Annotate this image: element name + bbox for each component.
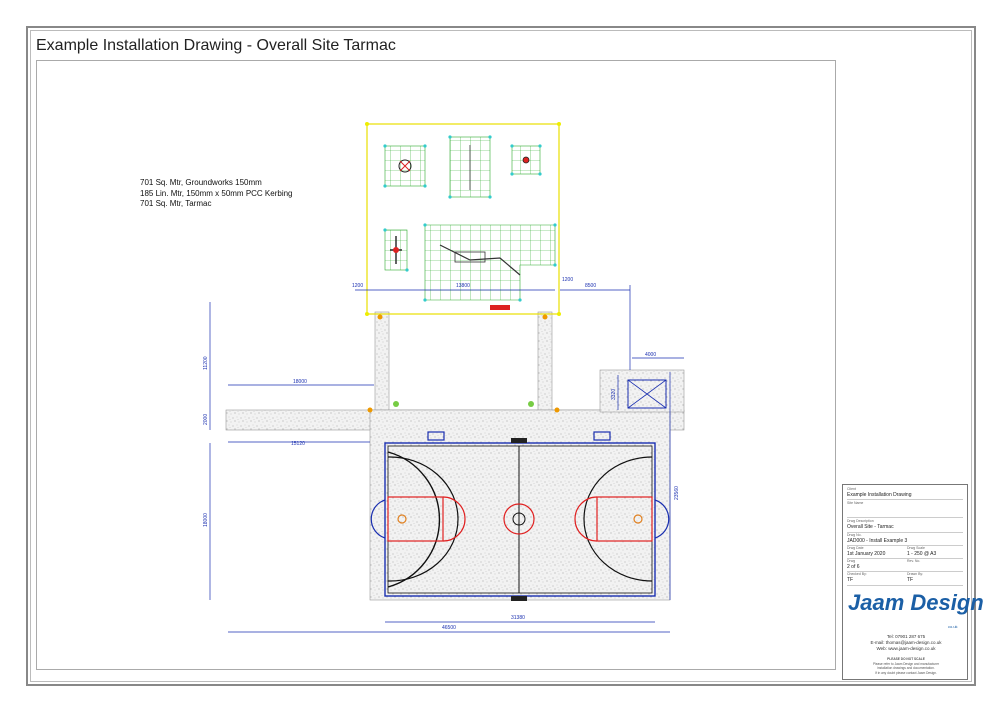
drawing-number-label: Drwg No. (847, 533, 862, 537)
client-label: Client (847, 487, 856, 491)
tarmac-surface (225, 311, 685, 601)
dim-overall-height: 23560 (674, 486, 680, 500)
drawing-area (36, 60, 836, 670)
contact-email: E-mail: thomas@jaam-design.co.uk (870, 640, 942, 645)
title-block: Client Example Installation Drawing Site… (842, 484, 968, 680)
note-tarmac: 701 Sq. Mtr, Tarmac (140, 199, 212, 208)
play-area (365, 122, 561, 316)
sheet-value: 2 of 6 (847, 564, 860, 570)
disclaimer-line: installation drawings and documentation. (877, 666, 935, 670)
contact-tel: Tel: 07901 287 675 (886, 634, 926, 639)
dim-path-width: 2000 (203, 414, 209, 425)
quantity-notes: 701 Sq. Mtr, Groundworks 150mm 185 Lin. … (140, 178, 293, 210)
dim-play-width: 13800 (456, 283, 470, 289)
dimension-lines (209, 285, 684, 633)
drawn-value: TF (907, 577, 914, 583)
sheet-title: Example Installation Drawing - Overall S… (36, 37, 396, 54)
dim-lower-path: 15120 (291, 441, 305, 447)
disclaimer-line: Please refer to Jaam Design and manufact… (872, 661, 940, 666)
company-logo-suffix: co.uk (948, 624, 958, 629)
note-groundworks: 701 Sq. Mtr, Groundworks 150mm (140, 178, 262, 187)
sheet-frame-outer (26, 26, 976, 686)
disclaimer-line: If in any doubt please contact Jaam Desi… (875, 670, 937, 675)
checked-value: TF (847, 577, 854, 583)
dim-court-width: 31380 (511, 615, 525, 621)
basketball-court (367, 314, 670, 601)
dim-goal-depth: 3320 (611, 389, 617, 400)
dim-court-height: 18000 (203, 513, 209, 527)
sheet-label: Drwg (847, 559, 856, 563)
date-value: 1st January 2020 (847, 551, 886, 557)
dim-vertical-top: 11200 (203, 356, 209, 370)
dimension-labels: 1200 13800 1200 8500 11200 18000 2000 15… (203, 277, 680, 631)
dim-goal-offset: 4000 (645, 352, 656, 358)
sheet-frame-inner (30, 30, 972, 682)
dim-play-right-gap: 1200 (562, 277, 573, 283)
disclaimer-line: PLEASE DO NOT SCALE (887, 657, 925, 661)
disclaimer: PLEASE DO NOT SCALE Please refer to Jaam… (846, 657, 966, 675)
description-value: Overall Site - Tarmac (847, 524, 894, 530)
scale-label: Drwg Scale (907, 546, 925, 550)
contact-web: Web: www.jaam-design.co.uk (876, 646, 936, 651)
company-logo: Jaam Design (848, 590, 984, 615)
dim-path-length: 18000 (293, 379, 307, 385)
drawn-label: Drawn By: (907, 572, 924, 576)
contact-details: Tel: 07901 287 675 E-mail: thomas@jaam-d… (846, 634, 966, 652)
dim-overall-width: 46500 (442, 625, 456, 631)
dim-play-left-gap: 1200 (352, 283, 363, 289)
dim-right-offset: 8500 (585, 283, 596, 289)
note-kerbing: 185 Lin. Mtr, 150mm x 50mm PCC Kerbing (140, 188, 293, 198)
scale-value: 1 - 250 @ A3 (907, 551, 937, 557)
description-label: Drwg Description (847, 519, 874, 523)
checked-label: Checked By: (847, 572, 867, 576)
client-value: Example Installation Drawing (847, 492, 912, 498)
anchor-points (383, 135, 557, 302)
site-label: Site Name (847, 501, 864, 505)
revision-label: Rev. No. (907, 559, 921, 563)
date-label: Drwg Date (847, 546, 864, 550)
drawing-number-value: JAD000 - Install Example 3 (847, 538, 908, 544)
